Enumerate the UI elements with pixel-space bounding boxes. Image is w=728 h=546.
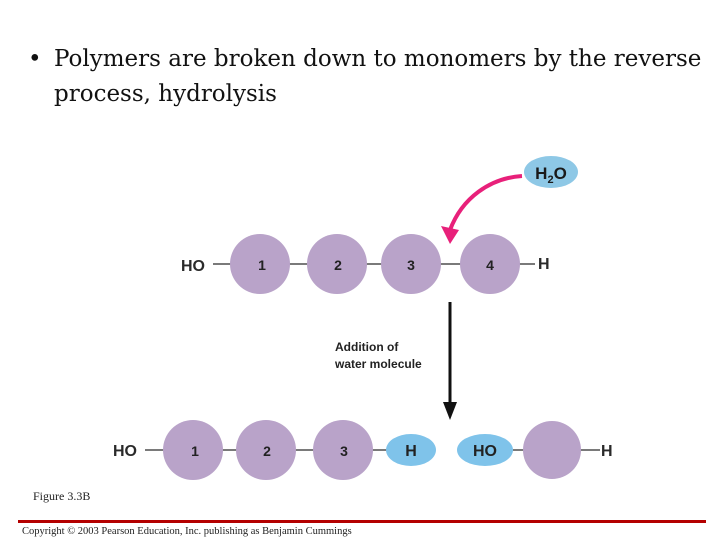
water-molecule	[524, 156, 578, 188]
water-label: H2O	[535, 164, 567, 186]
figure-label: Figure 3.3B	[33, 489, 91, 503]
bullet-text: Polymers are broken down to monomers by …	[54, 46, 702, 107]
top-monomer-3-label: 3	[407, 257, 415, 273]
bottom-monomer-3	[313, 420, 373, 480]
top-monomer-1	[230, 234, 290, 294]
bottom-right-end: H	[601, 443, 613, 460]
top-monomer-1-label: 1	[258, 257, 266, 273]
arrow-label-line2: water molecule	[334, 357, 422, 371]
top-monomer-4	[460, 234, 520, 294]
top-monomer-2-label: 2	[334, 257, 342, 273]
top-monomer-2	[307, 234, 367, 294]
bottom-monomer-2	[236, 420, 296, 480]
bottom-monomer-2-label: 2	[263, 443, 271, 459]
h-cap	[386, 434, 436, 466]
h-cap-label: H	[405, 443, 417, 460]
top-monomer-4-label: 4	[486, 257, 494, 273]
copyright-divider	[18, 520, 706, 523]
bottom-monomer-3-label: 3	[340, 443, 348, 459]
top-left-end: HO	[181, 258, 205, 275]
reaction-arrowhead	[443, 402, 457, 420]
top-monomer-3	[381, 234, 441, 294]
ho-cap	[457, 434, 513, 466]
water-entry-arrowhead	[441, 226, 459, 244]
released-monomer	[523, 421, 581, 479]
bottom-left-end: HO	[113, 443, 137, 460]
top-right-end: H	[538, 256, 550, 273]
ho-cap-label: HO	[473, 443, 497, 460]
bullet-symbol: •	[28, 46, 42, 72]
arrow-label-line1: Addition of	[335, 340, 399, 354]
bottom-monomer-1	[163, 420, 223, 480]
water-entry-arrow	[448, 174, 523, 231]
copyright-text: Copyright © 2003 Pearson Education, Inc.…	[22, 526, 352, 537]
bottom-monomer-1-label: 1	[191, 443, 199, 459]
